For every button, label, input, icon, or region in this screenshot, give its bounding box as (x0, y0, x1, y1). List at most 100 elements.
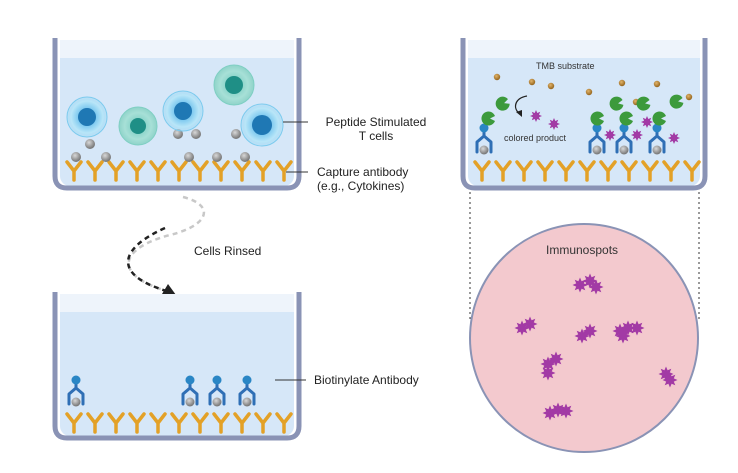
colored-product-icon (641, 116, 653, 128)
detection-antibody-icon (588, 123, 606, 155)
capture-antibody-icon (170, 160, 188, 182)
detection-antibody-icon (181, 375, 199, 407)
capture-label: Capture antibody (e.g., Cytokines) (317, 165, 409, 193)
colored-product-icon (631, 129, 643, 141)
capture-antibody-icon (65, 160, 83, 182)
capture-antibody-icon (536, 160, 554, 182)
colored-product-icon (629, 320, 645, 336)
substrate-icon (493, 73, 501, 81)
well-substrate (460, 38, 708, 191)
capture-antibody-icon (599, 160, 617, 182)
capture-antibody-icon (557, 160, 575, 182)
detection-antibody-icon (648, 123, 666, 155)
capture-antibody-icon (128, 412, 146, 434)
tmb-substrate-label: TMB substrate (536, 61, 595, 71)
biotin-icon (479, 123, 489, 133)
capture-antibody-icon (149, 160, 167, 182)
colored-product-icon (548, 351, 564, 367)
enzyme-icon (669, 94, 684, 109)
capture-antibody-icon (578, 160, 596, 182)
capture-antibody-icon (65, 412, 83, 434)
immunospot-view (469, 223, 699, 453)
substrate-group (481, 73, 693, 126)
cytokine-icon (173, 129, 183, 139)
detection-antibody-icon (208, 375, 226, 407)
cytokine-icon (184, 152, 194, 162)
capture-antibody-icon (191, 412, 209, 434)
capture-antibody-icon (641, 160, 659, 182)
substrate-icon (653, 80, 661, 88)
substrate-icon (685, 93, 693, 101)
enzyme-icon (481, 111, 495, 126)
biotin-icon (242, 375, 252, 385)
immunospots-label: Immunospots (546, 243, 619, 257)
capture-antibody-icon (149, 412, 167, 434)
capture-antibody-icon (107, 160, 125, 182)
colored-product-icon (615, 328, 631, 344)
cytokine-icon (619, 145, 629, 155)
capture-antibody-icon (473, 160, 491, 182)
rinse-arrow (126, 195, 206, 295)
capture-antibody-icon (170, 412, 188, 434)
colored-product-icon (582, 323, 598, 339)
detection-antibody-icon (67, 375, 85, 407)
cells-rinsed-label: Cells Rinsed (194, 244, 262, 258)
colored-product-icon (522, 316, 538, 332)
enzyme-icon (636, 96, 651, 111)
cytokine-icon (652, 145, 662, 155)
colored-product-icon (540, 365, 556, 381)
capture-antibody-icon (662, 160, 680, 182)
capture-antibody-icon (86, 160, 104, 182)
colored-product-icon (530, 110, 542, 122)
biotin-icon (652, 123, 662, 133)
capture-antibody-icon (191, 160, 209, 182)
cytokine-icon (185, 397, 195, 407)
cytokine-icon (85, 139, 95, 149)
t-cell-icon (66, 64, 284, 147)
cytokine-icon (191, 129, 201, 139)
colored-product-icon (588, 279, 604, 295)
well-biotinylate (52, 292, 302, 441)
capture-antibody-icon (86, 412, 104, 434)
biotin-icon (212, 375, 222, 385)
cytokine-icon (242, 397, 252, 407)
capture-antibody-row (473, 160, 701, 182)
capture-antibody-icon (683, 160, 701, 182)
colored-product-icon (604, 129, 616, 141)
substrate-icon (618, 79, 626, 87)
capture-antibody-icon (254, 412, 272, 434)
detection-antibody-icon (475, 123, 666, 155)
detection-antibody-icon (475, 123, 493, 155)
enzyme-icon (495, 96, 510, 111)
capture-antibody-icon (515, 160, 533, 182)
biotinylate-label: Biotinylate Antibody (314, 373, 419, 387)
colored-product-icon (548, 118, 560, 130)
capture-antibody-icon (620, 160, 638, 182)
colored-product-icon (668, 132, 680, 144)
cytokine-icon (71, 152, 81, 162)
capture-antibody-icon (254, 160, 272, 182)
enzyme-icon (652, 111, 666, 126)
detection-antibody-icon (238, 375, 256, 407)
biotin-icon (619, 123, 629, 133)
cytokine-icon (592, 145, 602, 155)
enzyme-icon (609, 96, 624, 111)
substrate-icon (547, 82, 555, 90)
capture-antibody-icon (212, 412, 230, 434)
capture-antibody-row (65, 160, 293, 182)
cytokine-icon (240, 152, 250, 162)
cytokine-icon (231, 129, 241, 139)
colored-product-label: colored product (504, 133, 567, 143)
capture-antibody-icon (494, 160, 512, 182)
biotin-icon (185, 375, 195, 385)
biotin-icon (71, 375, 81, 385)
capture-antibody-icon (233, 412, 251, 434)
substrate-icon (528, 78, 536, 86)
colored-product-icon (558, 403, 574, 419)
detection-antibody-icon (67, 375, 256, 407)
detection-antibody-icon (615, 123, 633, 155)
cytokine-icon (71, 397, 81, 407)
cytokine-icon (479, 145, 489, 155)
enzyme-icon (590, 111, 604, 126)
